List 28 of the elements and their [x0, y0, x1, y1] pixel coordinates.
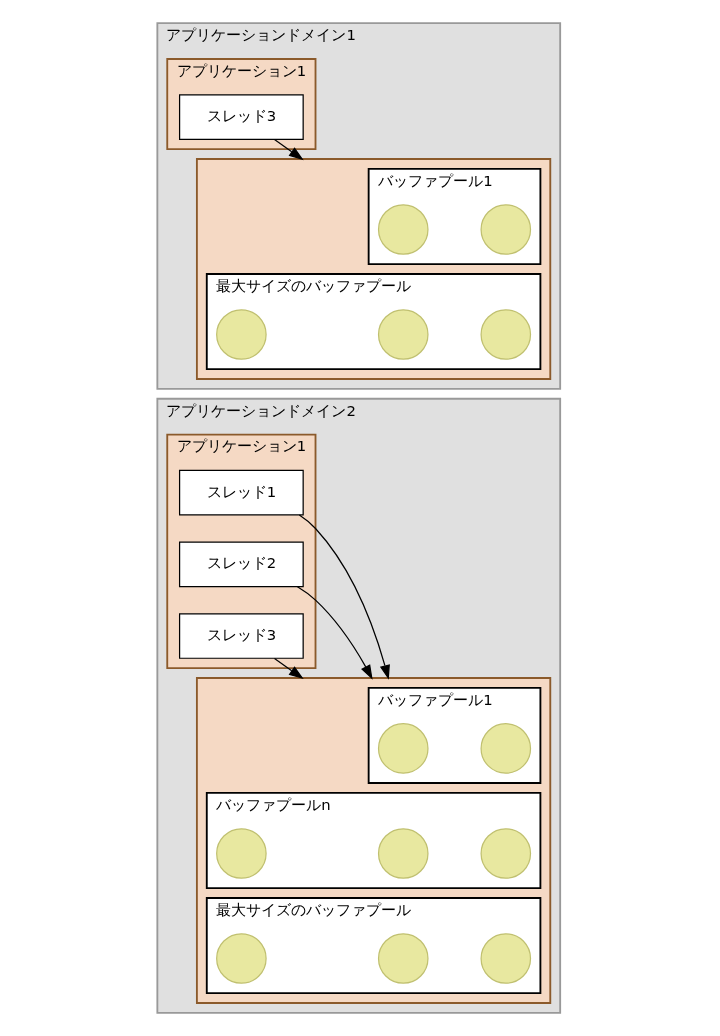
cluster: 最大サイズのバッファプール: [205, 273, 542, 371]
node-circle: [377, 933, 429, 984]
cluster: バッファプールn: [205, 792, 542, 889]
node-circle: [377, 723, 429, 774]
arrow: [298, 514, 390, 680]
node-circle: [480, 933, 532, 984]
node-circle: [216, 309, 267, 360]
node-circle: [377, 204, 429, 255]
node-circle: [377, 309, 429, 360]
arrow: [273, 657, 304, 680]
node-circle: [480, 309, 532, 360]
node-circle: [480, 828, 532, 879]
node-box: スレッド3: [179, 613, 304, 659]
node-circle: [377, 828, 429, 879]
node-box: スレッド2: [179, 541, 304, 588]
arrow: [296, 585, 373, 680]
node-box: スレッド1: [179, 469, 304, 516]
node-box: スレッド3: [179, 94, 304, 140]
arrow: [273, 138, 304, 161]
node-circle: [216, 828, 267, 879]
node-circle: [480, 204, 532, 255]
cluster: 最大サイズのバッファプール: [205, 897, 542, 995]
cluster: バッファプール1: [367, 168, 542, 265]
node-circle: [480, 723, 532, 774]
node-circle: [216, 933, 267, 984]
cluster: [195, 158, 552, 380]
cluster: バッファプール1: [367, 686, 542, 784]
cluster: [195, 677, 552, 1004]
